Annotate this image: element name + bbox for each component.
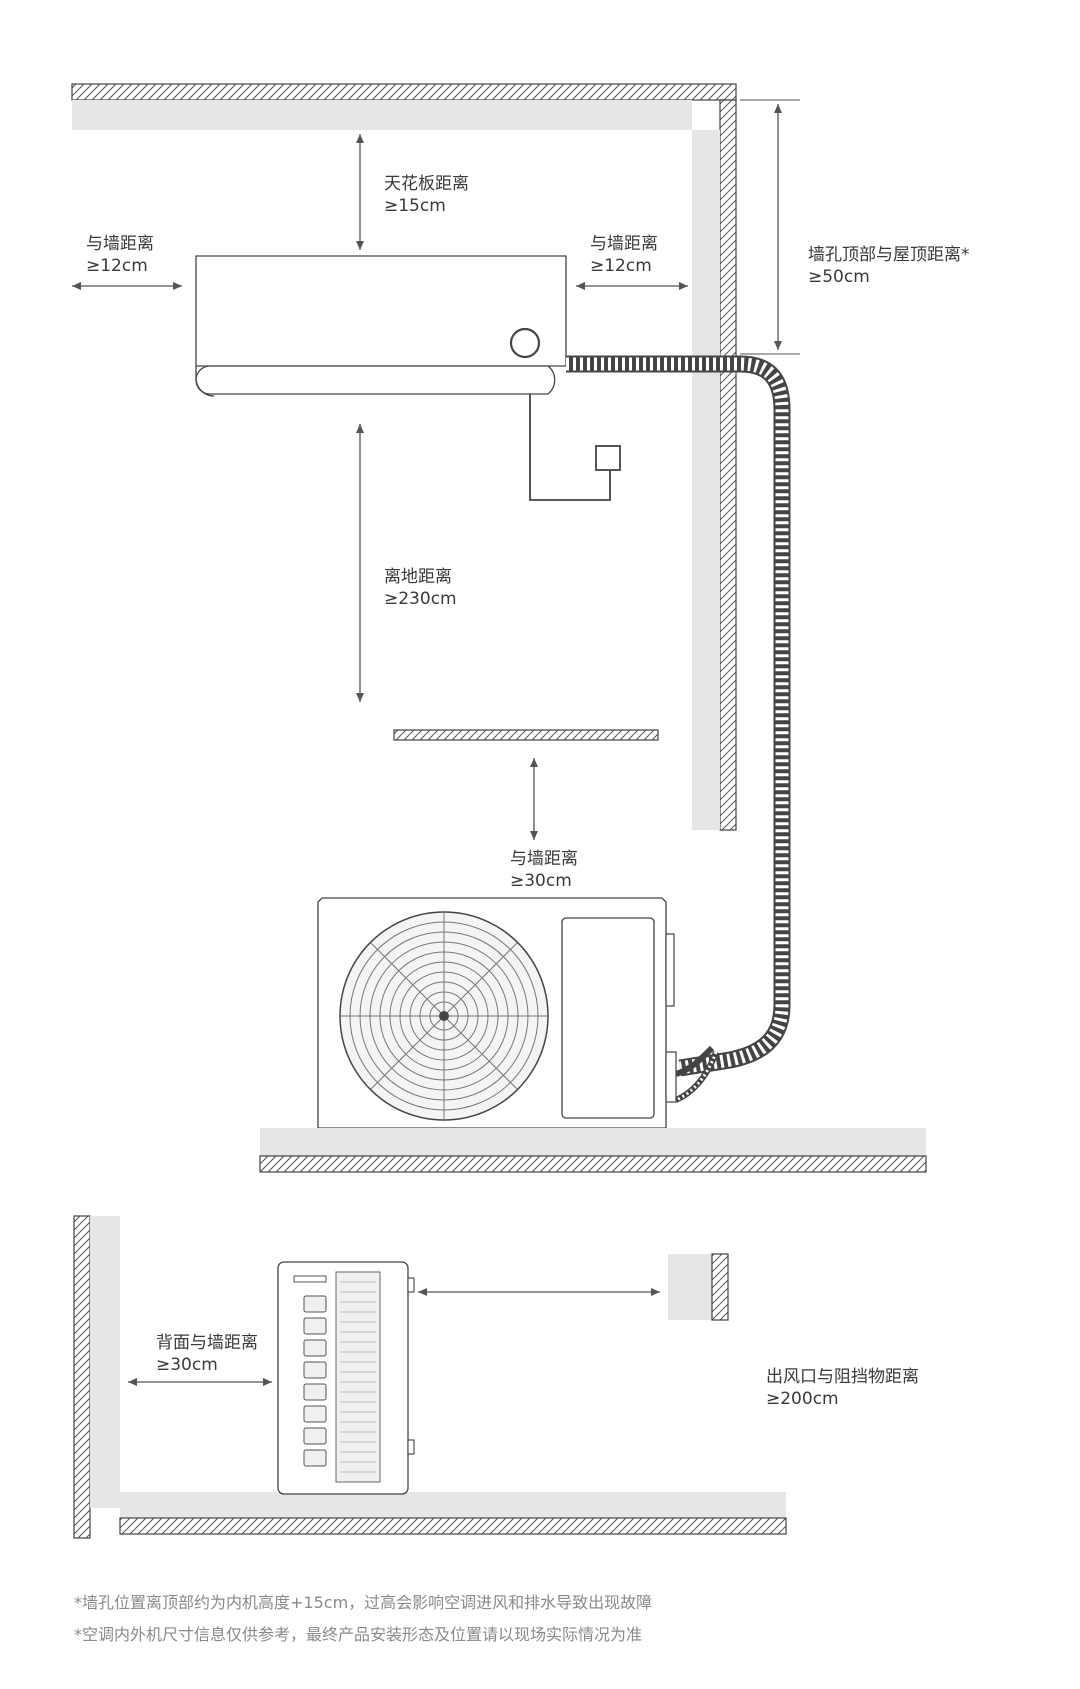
wall-right-label-value: ≥12cm bbox=[590, 256, 652, 276]
back-wall-label-value: ≥30cm bbox=[156, 1355, 218, 1375]
back-wall bbox=[73, 1215, 120, 1539]
outdoor-unit-side bbox=[277, 1261, 415, 1495]
indicator-circle bbox=[509, 327, 541, 359]
outdoor-wall-label-value: ≥30cm bbox=[510, 871, 572, 891]
outdoor-unit-front bbox=[317, 897, 677, 1129]
right-wall bbox=[692, 99, 737, 831]
ceiling-wall bbox=[71, 83, 737, 130]
floor-label: 离地距离 ≥230cm bbox=[384, 566, 457, 610]
refrigerant-pipe bbox=[566, 355, 791, 1103]
footnote-1: *墙孔位置离顶部约为内机高度+15cm，过高会影响空调进风和排水导致出现故障 bbox=[74, 1593, 653, 1612]
indoor-unit bbox=[195, 255, 567, 397]
outlet-label: 出风口与阻挡物距离 ≥200cm bbox=[766, 1366, 919, 1410]
power-socket-icon bbox=[595, 445, 621, 471]
ceiling-label-value: ≥15cm bbox=[384, 196, 446, 216]
outdoor-wall-label-title: 与墙距离 bbox=[510, 849, 578, 869]
wall-left-label-value: ≥12cm bbox=[86, 256, 148, 276]
back-wall-label: 背面与墙距离 ≥30cm bbox=[156, 1332, 258, 1376]
wall-left-label: 与墙距离 ≥12cm bbox=[86, 233, 154, 277]
back-wall-label-title: 背面与墙距离 bbox=[156, 1333, 258, 1353]
hole-top-arrow bbox=[740, 99, 800, 355]
outlet-label-value: ≥200cm bbox=[766, 1389, 839, 1409]
wall-right-label: 与墙距离 ≥12cm bbox=[590, 233, 658, 277]
ceiling-label-title: 天花板距离 bbox=[384, 174, 469, 194]
ground-lower bbox=[119, 1492, 787, 1535]
floor-label-value: ≥230cm bbox=[384, 589, 457, 609]
overhang-shelf bbox=[393, 729, 659, 741]
footnote-2: *空调内外机尺寸信息仅供参考，最终产品安装形态及位置请以现场实际情况为准 bbox=[74, 1625, 643, 1644]
hole-top-label-value: ≥50cm bbox=[808, 267, 870, 287]
hole-top-label-title: 墙孔顶部与屋顶距离* bbox=[808, 245, 970, 265]
wall-left-label-title: 与墙距离 bbox=[86, 234, 154, 254]
outdoor-wall-label: 与墙距离 ≥30cm bbox=[510, 848, 578, 892]
wall-right-label-title: 与墙距离 bbox=[590, 234, 658, 254]
outlet-obstacle bbox=[668, 1253, 729, 1321]
hole-top-label: 墙孔顶部与屋顶距离* ≥50cm bbox=[808, 244, 970, 288]
power-cord bbox=[529, 394, 621, 501]
outdoor-ground bbox=[259, 1128, 927, 1173]
floor-label-title: 离地距离 bbox=[384, 567, 452, 587]
outlet-label-title: 出风口与阻挡物距离 bbox=[766, 1367, 919, 1387]
ceiling-label: 天花板距离 ≥15cm bbox=[384, 173, 469, 217]
